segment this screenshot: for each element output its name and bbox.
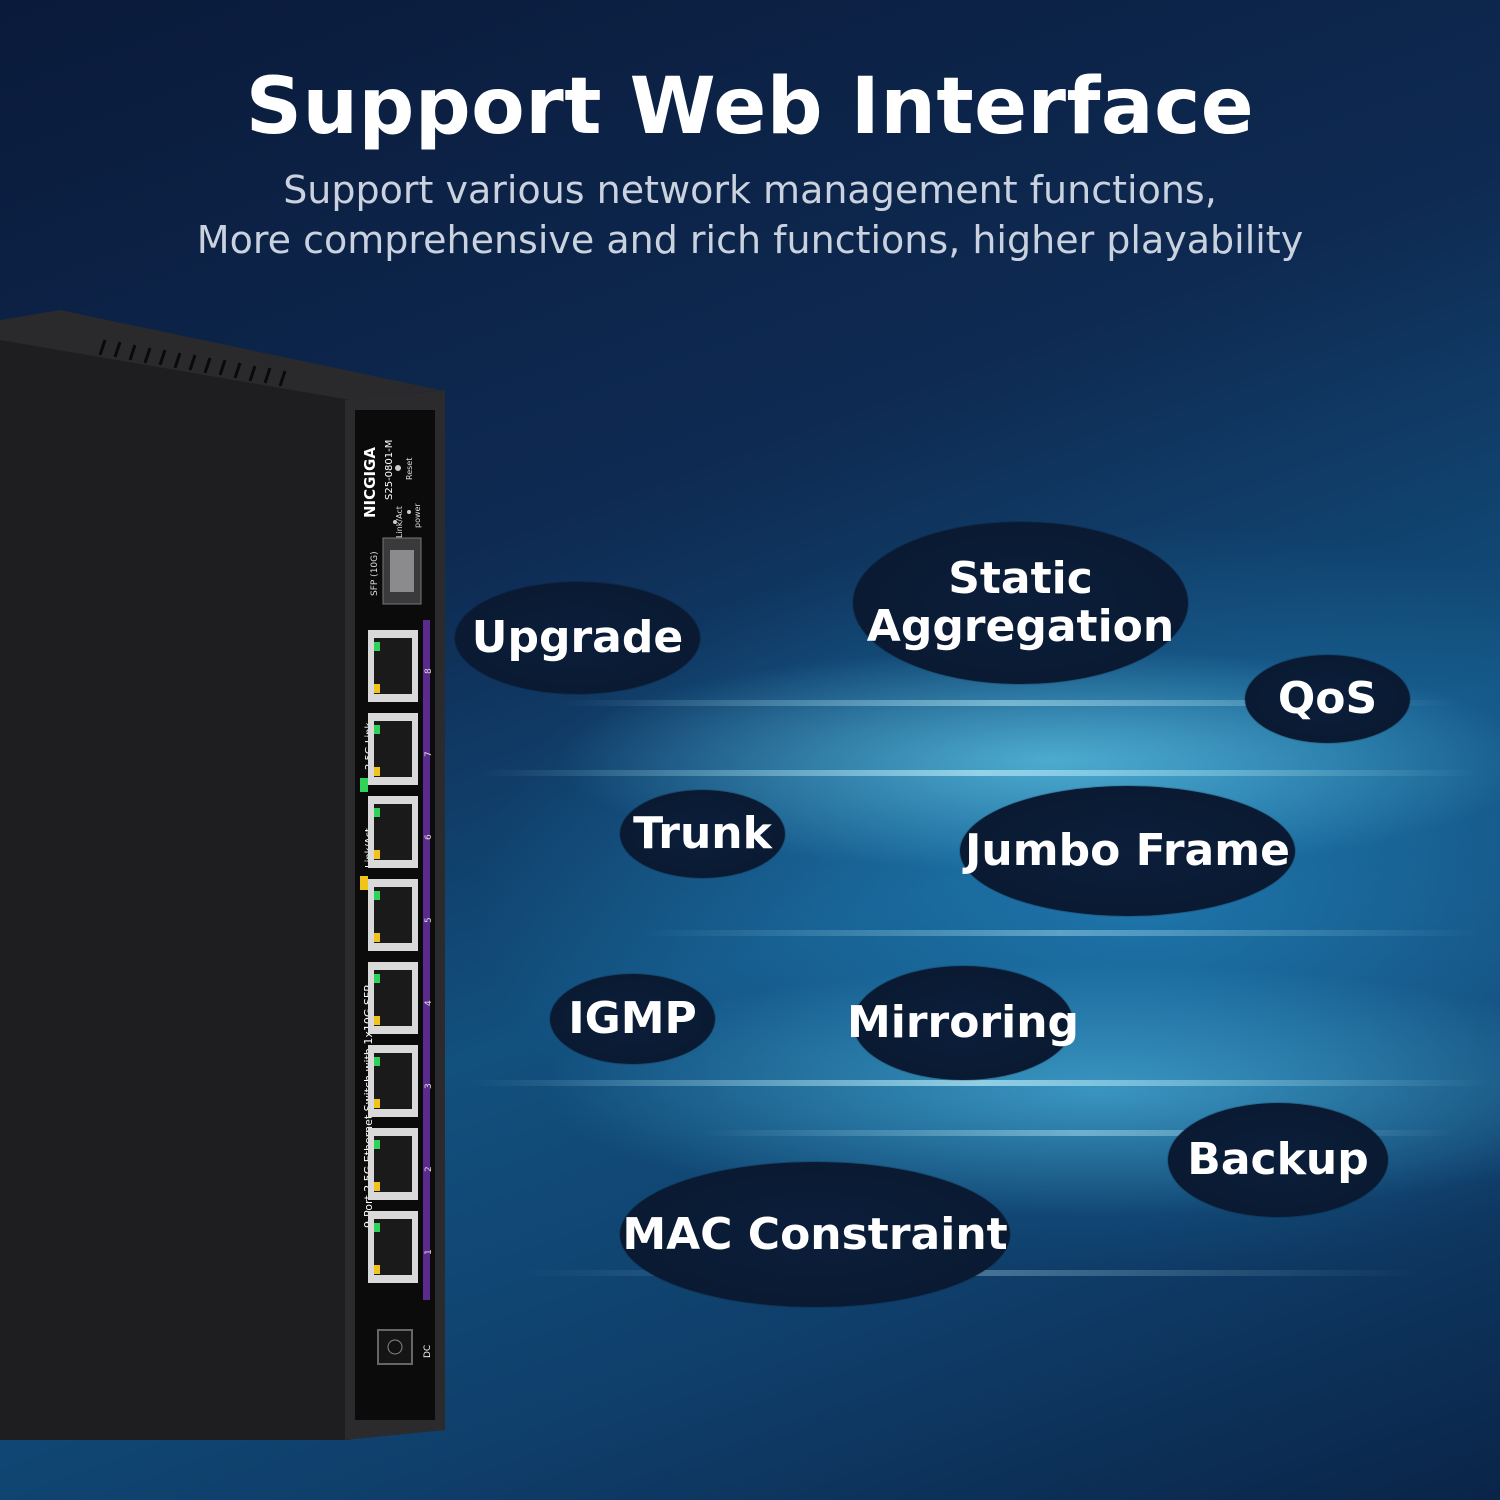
feature-qos-label: QoS <box>1277 673 1378 725</box>
port-led-yellow <box>374 767 380 776</box>
rj45-port: 1 <box>368 1211 434 1283</box>
light-streak <box>700 1130 1460 1136</box>
light-streak <box>640 930 1480 936</box>
port-number: 6 <box>424 834 434 840</box>
port-number: 3 <box>424 1083 434 1089</box>
port-led-green <box>374 808 380 817</box>
rj45-port: 5 <box>368 879 434 951</box>
sfp-label: SFP (10G) <box>370 551 380 596</box>
port-led-yellow <box>374 1265 380 1274</box>
port-led-yellow <box>374 1099 380 1108</box>
led-link-act-label: Link/Act <box>395 506 404 538</box>
feature-static-label-line2: Aggregation <box>866 601 1175 652</box>
feature-mac-constraint-label: MAC Constraint <box>622 1208 1008 1260</box>
feature-mirroring-label: Mirroring <box>846 997 1080 1049</box>
feature-qos: QoS <box>1245 655 1410 743</box>
feature-backup-label: Backup <box>1187 1134 1369 1186</box>
rj45-port: 3 <box>368 1045 434 1117</box>
rj45-port: 6 <box>368 796 434 868</box>
network-switch-image: NICGIGA S25-0801-M Link/Act power Reset … <box>0 310 445 1440</box>
feature-igmp: IGMP <box>550 974 715 1064</box>
feature-jumbo-frame: Jumbo Frame <box>960 786 1295 916</box>
port-led-green <box>374 642 380 651</box>
feature-jumbo-frame-label: Jumbo Frame <box>965 825 1290 877</box>
port-led-green <box>374 1223 380 1232</box>
port-led-green <box>374 725 380 734</box>
light-streak <box>470 1080 1490 1086</box>
feature-static-aggregation: Static Aggregation <box>853 522 1188 684</box>
rj45-port: 2 <box>368 1128 434 1200</box>
dc-label: DC <box>423 1345 433 1358</box>
port-number: 7 <box>424 751 434 757</box>
rj45-port: 4 <box>368 962 434 1034</box>
port-led-yellow <box>374 933 380 942</box>
port-number: 8 <box>424 668 434 674</box>
model-label: S25-0801-M <box>384 440 395 500</box>
port-led-green <box>374 1057 380 1066</box>
port-number: 2 <box>424 1166 434 1172</box>
feature-backup: Backup <box>1168 1103 1388 1217</box>
feature-trunk-label: Trunk <box>633 808 772 860</box>
port-led-yellow <box>374 1016 380 1025</box>
rj45-port: 8 <box>368 630 434 702</box>
port-led-yellow <box>374 684 380 693</box>
port-led-green <box>374 1140 380 1149</box>
light-streak <box>480 770 1480 776</box>
port-number: 1 <box>424 1249 434 1255</box>
feature-static-label-line1: Static <box>948 553 1093 605</box>
feature-trunk: Trunk <box>620 790 785 878</box>
port-number: 5 <box>424 917 434 923</box>
feature-mirroring: Mirroring <box>847 966 1079 1080</box>
subtitle-line-1: Support various network management funct… <box>283 168 1217 212</box>
brand-label: NICGIGA <box>361 447 379 518</box>
rj45-port: 7 <box>368 713 434 785</box>
port-led-green <box>374 974 380 983</box>
subtitle-line-2: More comprehensive and rich functions, h… <box>196 218 1304 262</box>
reset-label: Reset <box>405 458 414 480</box>
light-streak <box>560 700 1460 706</box>
feature-igmp-label: IGMP <box>568 993 697 1045</box>
port-led-green <box>374 891 380 900</box>
feature-upgrade: Upgrade <box>455 582 700 694</box>
port-led-yellow <box>374 850 380 859</box>
feature-upgrade-label: Upgrade <box>471 612 684 664</box>
led-power-label: power <box>413 503 422 528</box>
port-led-yellow <box>374 1182 380 1191</box>
page-title: Support Web Interface <box>245 62 1255 152</box>
port-number: 4 <box>424 1000 434 1006</box>
rj45-ports: 8 7 6 5 4 3 2 1 <box>368 630 434 1283</box>
feature-mac-constraint: MAC Constraint <box>620 1162 1010 1307</box>
